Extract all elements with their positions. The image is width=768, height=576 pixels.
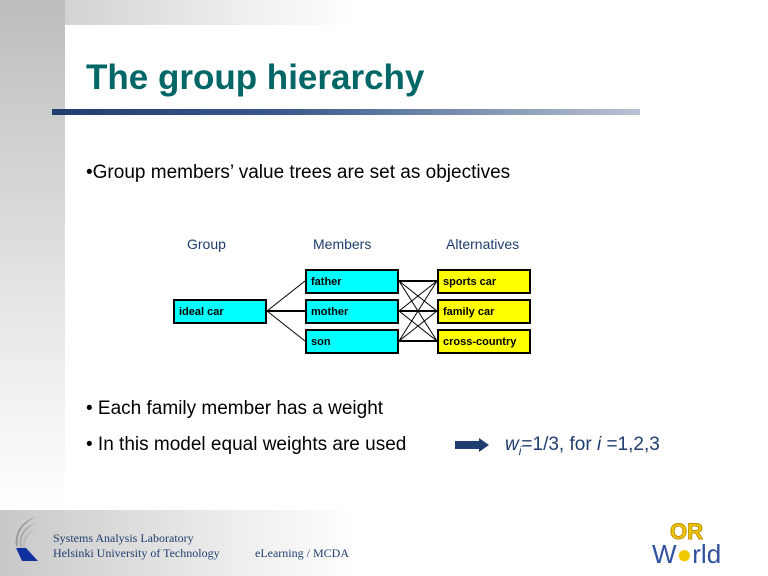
alternative-node-sports-car: sports car [437, 269, 531, 294]
footer-university: Helsinki University of Technology [53, 546, 220, 560]
slide-panel [65, 25, 768, 510]
background-side [0, 0, 65, 510]
title-underline [52, 109, 640, 115]
formula-tail: =1,2,3 [601, 434, 660, 455]
w-symbol: w [505, 434, 519, 455]
formula-text: =1/3, for [521, 434, 597, 455]
subscript-i: i [518, 443, 522, 458]
footer-lab: Systems Analysis Laboratory [53, 531, 194, 545]
footer-course: eLearning / MCDA [255, 546, 349, 560]
member-node-father: father [305, 269, 399, 294]
right-arrow-icon [455, 438, 489, 452]
member-node-son: son [305, 329, 399, 354]
bullet-objectives: •Group members’ value trees are set as o… [86, 162, 511, 183]
bullet-weight: • Each family member has a weight [86, 398, 384, 419]
alternative-node-cross-country: cross-country [437, 329, 531, 354]
alternative-node-family-car: family car [437, 299, 531, 324]
index-i: i [596, 434, 602, 455]
bullet-equal-weights: • In this model equal weights are used [86, 434, 407, 455]
member-node-mother: mother [305, 299, 399, 324]
or-world-logo: OR W●rld [652, 519, 722, 569]
header-alternatives: Alternatives [446, 236, 520, 252]
hut-logo-icon [15, 517, 38, 561]
header-members: Members [313, 236, 372, 252]
slide-title: The group hierarchy [86, 58, 425, 97]
header-group: Group [187, 236, 226, 252]
group-node-ideal-car: ideal car [173, 299, 267, 324]
weight-formula: wi=1/3, for i =1,2,3 [505, 434, 660, 458]
